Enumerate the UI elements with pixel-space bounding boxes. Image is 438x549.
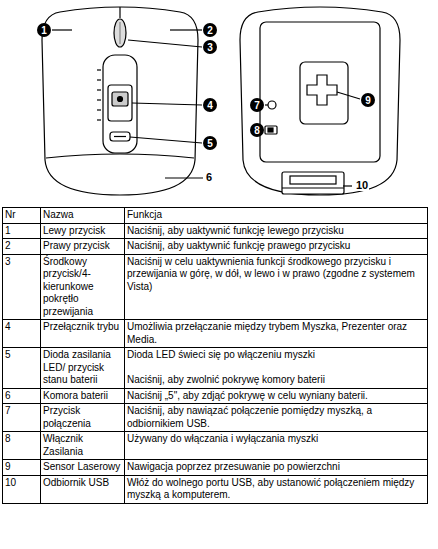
- table-text: Dioda zasilania LED/ przycisk stanu bate…: [43, 349, 122, 387]
- callout-number: 6: [205, 171, 213, 183]
- callout-circle: 4: [203, 98, 217, 112]
- table-text: Włącznik Zasilania: [43, 433, 122, 458]
- callout-circle: 1: [37, 23, 51, 37]
- table-text: 1: [5, 225, 38, 238]
- table-text: Nawigacja poprzez przesuwanie po powierz…: [127, 461, 425, 474]
- callout-circle: 9: [361, 93, 375, 107]
- table-cell: Odbiornik USB: [41, 475, 125, 503]
- table-cell: Dioda zasilania LED/ przycisk stanu bate…: [41, 348, 125, 389]
- table-text: Przycisk połączenia: [43, 405, 122, 430]
- table-text: 6: [5, 390, 38, 403]
- table-text: Naciśnij, aby uaktywnić funkcję lewego p…: [127, 225, 425, 238]
- table-text: Dioda LED świeci się po włączeniu myszki: [127, 349, 425, 362]
- table-header-cell: Funkcja: [125, 208, 428, 224]
- table-text: 3: [5, 256, 38, 269]
- table-text: 8: [5, 433, 38, 446]
- table-cell: Naciśnij w celu uaktywnienia funkcji śro…: [125, 254, 428, 320]
- callout-circle: 5: [203, 136, 217, 150]
- table-cell: Przycisk połączenia: [41, 404, 125, 432]
- table-cell: Naciśnij, aby uaktywnić funkcję lewego p…: [125, 223, 428, 239]
- parts-table: NrNazwaFunkcja1Lewy przyciskNaciśnij, ab…: [2, 207, 428, 504]
- table-text: Przełącznik trybu: [43, 321, 122, 334]
- table-cell: Dioda LED świeci się po włączeniu myszki…: [125, 348, 428, 389]
- table-cell: Naciśnij, aby nawiązać połączenie pomięd…: [125, 404, 428, 432]
- table-text: 9: [5, 461, 38, 474]
- table-cell: 6: [3, 388, 41, 404]
- table-text: 2: [5, 240, 38, 253]
- table-cell: 10: [3, 475, 41, 503]
- callout-number: 10: [355, 179, 369, 191]
- table-text: Prawy przycisk: [43, 240, 122, 253]
- table-text: 5: [5, 349, 38, 362]
- callout-circle: 3: [203, 40, 217, 54]
- table-text: 4: [5, 321, 38, 334]
- callout-number: 9: [365, 95, 371, 106]
- table-text: Odbiornik USB: [43, 477, 122, 490]
- callout-number: 1: [41, 25, 47, 36]
- callout-number: 5: [207, 138, 213, 149]
- table-cell: Sensor Laserowy: [41, 460, 125, 476]
- table-cell: Umożliwia przełączanie między trybem Mys…: [125, 320, 428, 348]
- callout-circle: 2: [203, 23, 217, 37]
- table-text: 10: [5, 477, 38, 490]
- table-text: Włóż do wolnego portu USB, aby ustanowić…: [127, 477, 425, 502]
- table-cell: 2: [3, 239, 41, 255]
- table-cell: Prawy przycisk: [41, 239, 125, 255]
- table-text: Lewy przycisk: [43, 225, 122, 238]
- table-text: Naciśnij „5", aby zdjąć pokrywę w celu w…: [127, 390, 425, 403]
- callout-number: 7: [254, 100, 260, 111]
- table-text: Naciśnij, aby uaktywnić funkcję prawego …: [127, 240, 425, 253]
- table-cell: Środkowy przycisk/4-kierunkowe pokrętło …: [41, 254, 125, 320]
- table-cell: 4: [3, 320, 41, 348]
- table-cell: 1: [3, 223, 41, 239]
- table-cell: 7: [3, 404, 41, 432]
- table-text: Komora baterii: [43, 390, 122, 403]
- table-cell: Lewy przycisk: [41, 223, 125, 239]
- callout-number: 3: [207, 42, 213, 53]
- callout-number: 2: [207, 25, 213, 36]
- callout-circle: 8: [250, 123, 264, 137]
- callout-circle: 7: [250, 98, 264, 112]
- table-text: Naciśnij, aby zwolnić pokrywę komory bat…: [127, 374, 425, 387]
- table-text: Naciśnij, aby nawiązać połączenie pomięd…: [127, 405, 425, 430]
- table-text: Sensor Laserowy: [43, 461, 122, 474]
- table-cell: Naciśnij „5", aby zdjąć pokrywę w celu w…: [125, 388, 428, 404]
- callout-number: 8: [254, 125, 260, 136]
- callout-number: 4: [207, 100, 213, 111]
- table-header-cell: Nr: [3, 208, 41, 224]
- table-text: Naciśnij w celu uaktywnienia funkcji śro…: [127, 256, 425, 294]
- table-text: Środkowy przycisk/4-kierunkowe pokrętło …: [43, 256, 122, 319]
- table-cell: Używany do włączania i wyłączania myszki: [125, 432, 428, 460]
- table-header: Nazwa: [43, 209, 122, 222]
- table-cell: Włącznik Zasilania: [41, 432, 125, 460]
- table-cell: Naciśnij, aby uaktywnić funkcję prawego …: [125, 239, 428, 255]
- table-cell: 5: [3, 348, 41, 389]
- table-text: Używany do włączania i wyłączania myszki: [127, 433, 425, 446]
- table-cell: Włóż do wolnego portu USB, aby ustanowić…: [125, 475, 428, 503]
- table-text: Umożliwia przełączanie między trybem Mys…: [127, 321, 425, 346]
- table-cell: Komora baterii: [41, 388, 125, 404]
- table-cell: 8: [3, 432, 41, 460]
- table-cell: 3: [3, 254, 41, 320]
- table-text: 7: [5, 405, 38, 418]
- table-cell: Nawigacja poprzez przesuwanie po powierz…: [125, 460, 428, 476]
- table-header-cell: Nazwa: [41, 208, 125, 224]
- table-cell: 9: [3, 460, 41, 476]
- table-cell: Przełącznik trybu: [41, 320, 125, 348]
- table-header: Nr: [5, 209, 38, 222]
- table-header: Funkcja: [127, 209, 425, 222]
